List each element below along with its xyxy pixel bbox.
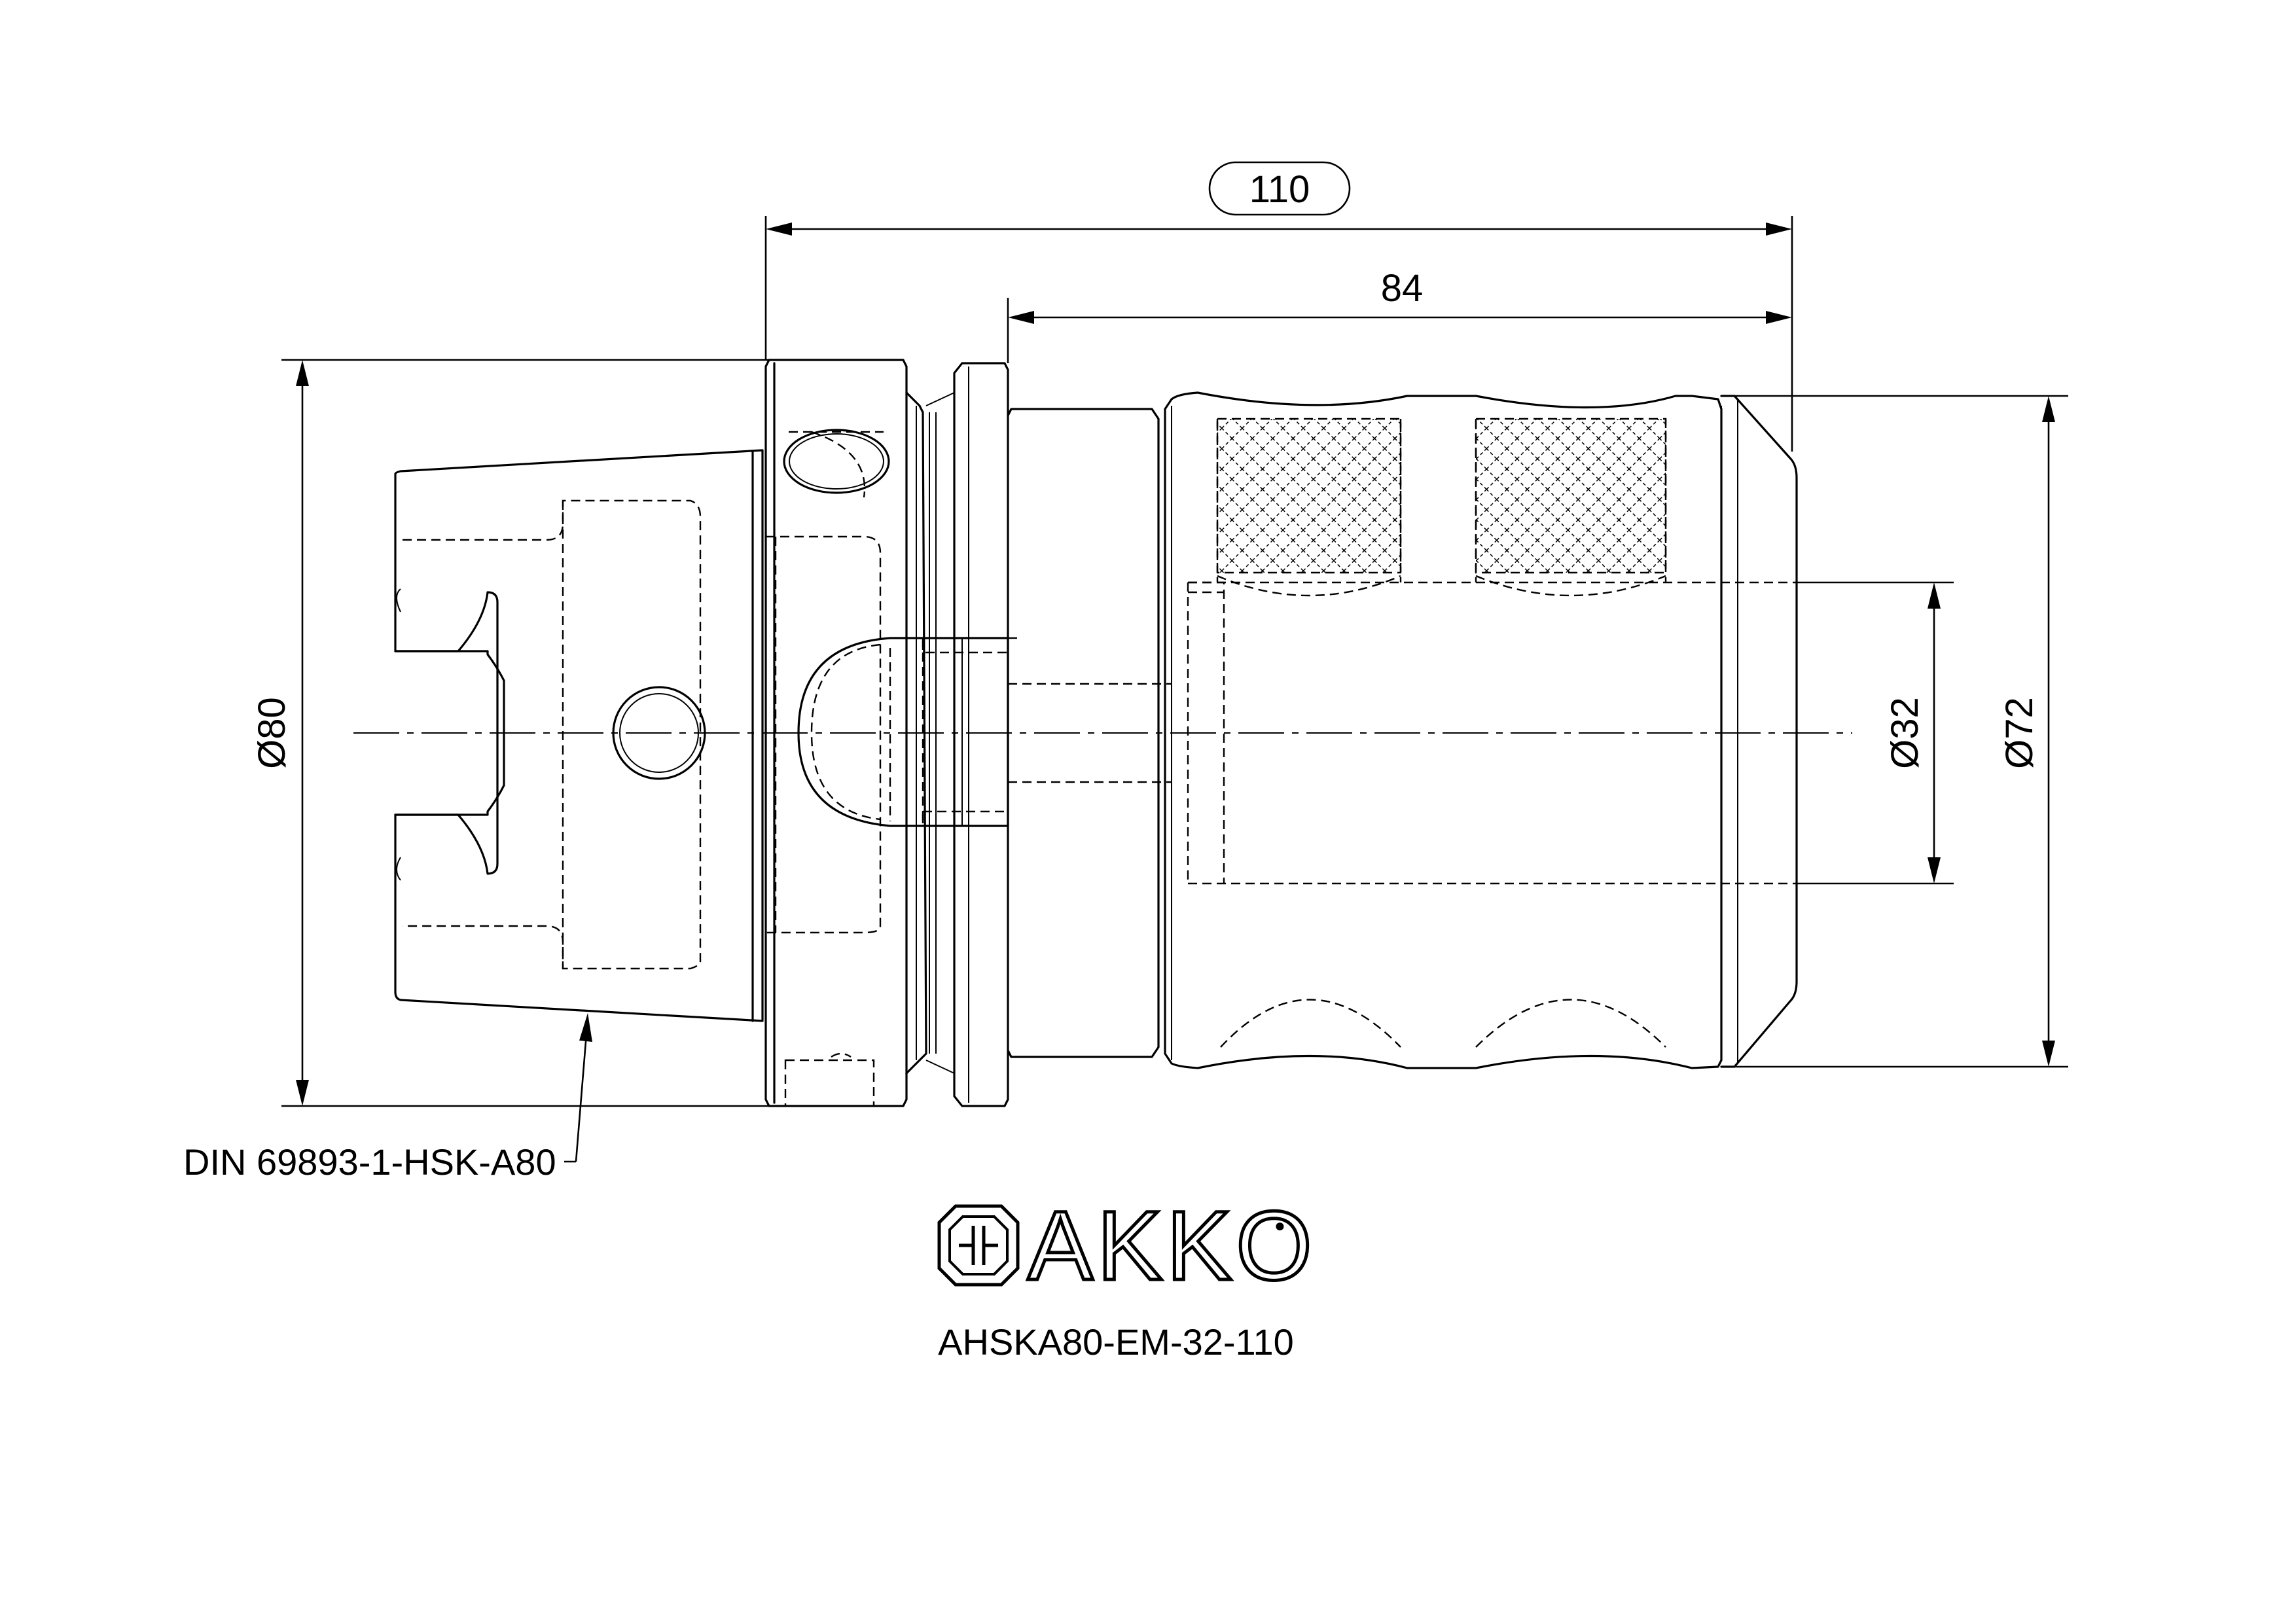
dim-d72-label: Ø72 xyxy=(1998,697,2041,769)
registered-mark: ● xyxy=(1274,1215,1285,1236)
brand-name: AKKO xyxy=(1028,1190,1316,1300)
dimension-body-diameter: Ø72 xyxy=(1734,395,2068,1068)
knurl-pad-left xyxy=(1216,418,1402,574)
flange xyxy=(764,359,1009,1107)
clamp-hole xyxy=(612,686,706,780)
part-number: AHSKA80-EM-32-110 xyxy=(938,1321,1294,1363)
dimension-overall-length: 110 xyxy=(764,161,1793,452)
standard-callout: DIN 69893-1-HSK-A80 xyxy=(183,1013,592,1183)
dim-d32-label: Ø32 xyxy=(1884,697,1926,769)
dim-d80-label: Ø80 xyxy=(251,697,293,769)
brand-logo: AKKO ● xyxy=(937,1189,1316,1302)
neck xyxy=(1007,408,1172,1058)
knurl-pad-right xyxy=(1475,418,1667,574)
dim-84-label: 84 xyxy=(1381,267,1424,310)
dimension-shank-diameter: Ø80 xyxy=(251,359,769,1107)
akko-emblem-icon xyxy=(937,1204,1020,1287)
dimension-bore-diameter: Ø32 xyxy=(1797,581,1954,885)
hsk-taper-shank xyxy=(394,449,764,1022)
standard-callout-label: DIN 69893-1-HSK-A80 xyxy=(183,1141,556,1183)
dim-110-label: 110 xyxy=(1249,168,1310,211)
dimension-body-length: 84 xyxy=(1007,267,1792,363)
coolant-port xyxy=(783,429,890,494)
main-body xyxy=(1164,391,1798,1069)
